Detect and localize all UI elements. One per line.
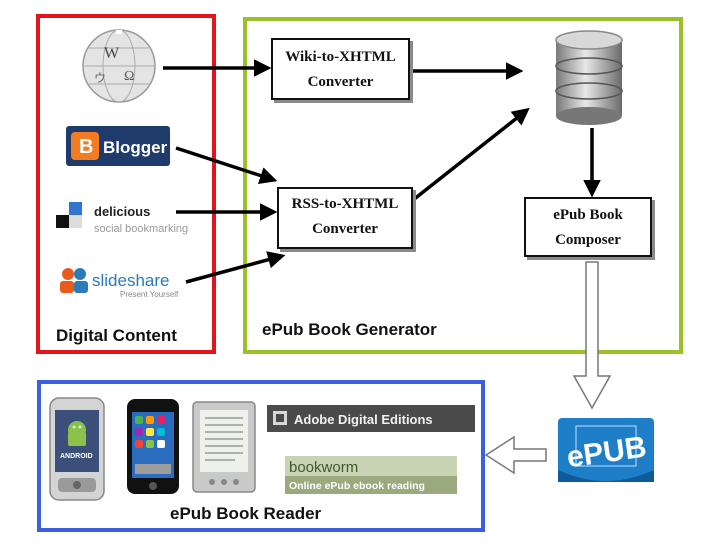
digital-content-label: Digital Content [56,326,177,345]
slideshare-wordmark: slideshare [92,271,170,290]
iphone-icon [127,399,179,494]
bookworm-tagline: Online ePub ebook reading [289,480,425,492]
wiki-converter-line1: Wiki-to-XHTML [285,49,396,65]
digital-content-frame [36,14,216,354]
hollow-arrow-epub-to-reader [484,435,547,475]
ebook-reader-icon [192,401,256,493]
blogger-logo: B Blogger [66,126,170,166]
blogger-wordmark: Blogger [103,138,168,157]
delicious-tagline: social bookmarking [94,223,188,235]
delicious-wordmark: delicious [94,204,150,219]
slideshare-logo: slideshare Present Yourself [60,268,179,299]
svg-text:W: W [104,45,120,62]
arrow-rss-to-db [411,107,530,202]
epub-logo: ePUB [558,418,654,482]
epub-generator-frame [243,17,683,354]
rss-to-xhtml-converter: RSS-to-XHTML Converter [277,187,413,249]
wiki-converter-line2: Converter [307,74,374,90]
adobe-digital-editions-logo: Adobe Digital Editions [267,405,475,432]
android-phone-icon: ANDROID [49,397,105,501]
slideshare-tagline: Present Yourself [120,290,179,299]
epub-reader-frame [37,380,485,532]
delicious-logo: delicious social bookmarking [56,202,188,235]
epub-reader-label: ePub Book Reader [170,504,322,523]
rss-converter-line1: RSS-to-XHTML [291,196,399,212]
bookworm-logo: bookworm Online ePub ebook reading [285,456,457,494]
wikipedia-globe-icon: W Ω ウ [82,29,156,103]
wiki-to-xhtml-converter: Wiki-to-XHTML Converter [271,38,410,100]
composer-line1: ePub Book [553,207,623,223]
svg-text:B: B [79,136,93,158]
composer-line2: Composer [555,232,621,248]
epub-generator-label: ePub Book Generator [262,320,437,339]
hollow-arrow-composer-to-epub [572,261,612,410]
arrow-slideshare-to-rss [185,251,286,284]
adobe-wordmark: Adobe Digital Editions [294,412,433,427]
database-icon [555,30,623,125]
arrow-blogger-to-rss [175,146,278,184]
android-wordmark: ANDROID [60,453,93,460]
svg-text:Ω: Ω [124,69,134,84]
bookworm-wordmark: bookworm [289,459,358,476]
epub-book-composer: ePub Book Composer [524,197,652,257]
svg-text:ウ: ウ [94,71,106,85]
rss-converter-line2: Converter [312,221,378,237]
